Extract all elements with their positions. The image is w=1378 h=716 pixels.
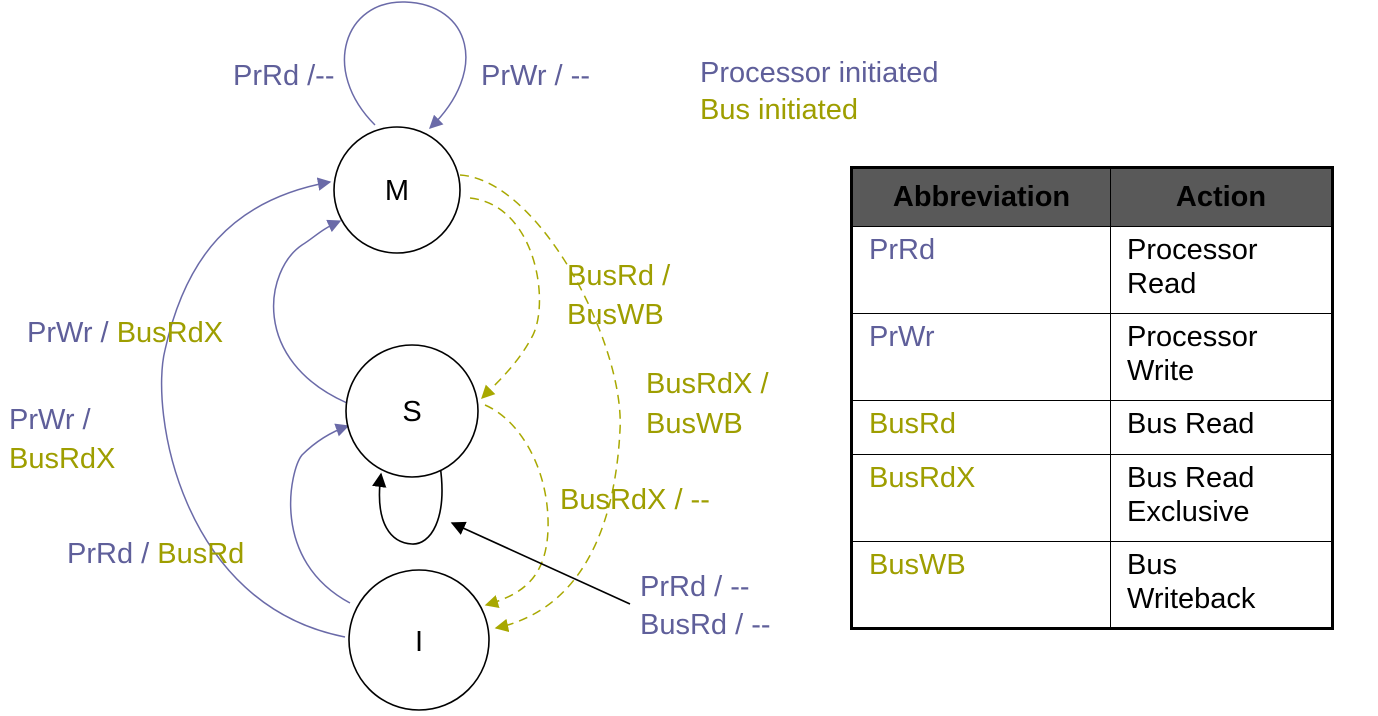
header-abbreviation: Abbreviation (851, 167, 1111, 227)
row-abbr: PrRd (851, 226, 1111, 314)
i-to-m-label-bus: BusRdX (9, 443, 115, 475)
state-i-label: I (415, 626, 423, 658)
row-action-line: Processor (1127, 234, 1258, 266)
m-to-s-label-a: BusRd / (567, 260, 671, 292)
i-to-s-edge (289, 423, 351, 604)
s-to-m-edge (272, 219, 348, 404)
state-m-circle (333, 126, 461, 254)
row-action-line: Bus Read (1127, 462, 1255, 494)
row-action-line: Processor (1127, 321, 1258, 353)
row-action-line: Writeback (1127, 583, 1256, 615)
row-abbr: PrWr (851, 313, 1111, 401)
m-self-prrd-label: PrRd /-- (233, 60, 335, 92)
row-abbr: BusRd (851, 400, 1111, 455)
s-self-label-bus: BusRd / -- (640, 609, 771, 641)
i-to-m-label-proc: PrWr / (9, 404, 92, 436)
state-s-circle (345, 344, 479, 478)
m-to-i-label-b: BusWB (646, 408, 743, 440)
row-action-line: Bus Read (1127, 408, 1255, 440)
s-to-i-edge (484, 404, 549, 609)
m-to-s-edge (469, 197, 541, 399)
row-action-line: Exclusive (1127, 496, 1250, 528)
row-action-line: Bus (1127, 549, 1177, 581)
legend-processor: Processor initiated (700, 57, 939, 89)
table-row: BusRd Bus Read (851, 400, 1333, 455)
row-abbr: BusRdX (851, 454, 1111, 542)
row-action-line: Read (1127, 268, 1197, 300)
i-to-m-edge (160, 177, 346, 638)
m-to-i-edge (459, 174, 621, 633)
s-self-loop-pointer (450, 521, 631, 605)
table-header-row: Abbreviation Action (851, 167, 1333, 227)
row-action: Bus Read (1110, 400, 1333, 455)
s-to-m-label-proc: PrWr / (27, 317, 117, 349)
m-to-i-label-a: BusRdX / (646, 368, 769, 400)
s-to-i-label: BusRdX / -- (560, 484, 710, 516)
m-self-loop-edge (343, 1, 467, 129)
state-s-label: S (402, 396, 421, 428)
m-self-prwr-label: PrWr / -- (481, 60, 590, 92)
row-abbr: BusWB (851, 541, 1111, 629)
s-self-loop-edge (372, 464, 443, 545)
i-to-s-label-bus: BusRd (157, 538, 244, 570)
legend-bus: Bus initiated (700, 94, 858, 126)
s-to-m-label: PrWr / BusRdX (27, 317, 223, 349)
i-to-s-label: PrRd / BusRd (67, 538, 244, 570)
row-action-line: Write (1127, 355, 1195, 387)
s-self-label-proc: PrRd / -- (640, 571, 750, 603)
m-to-s-label-b: BusWB (567, 299, 664, 331)
header-action: Action (1110, 167, 1333, 227)
s-to-m-label-bus: BusRdX (117, 317, 223, 349)
i-to-s-label-proc: PrRd / (67, 538, 157, 570)
state-i-circle (348, 569, 490, 711)
state-m-label: M (385, 175, 409, 207)
